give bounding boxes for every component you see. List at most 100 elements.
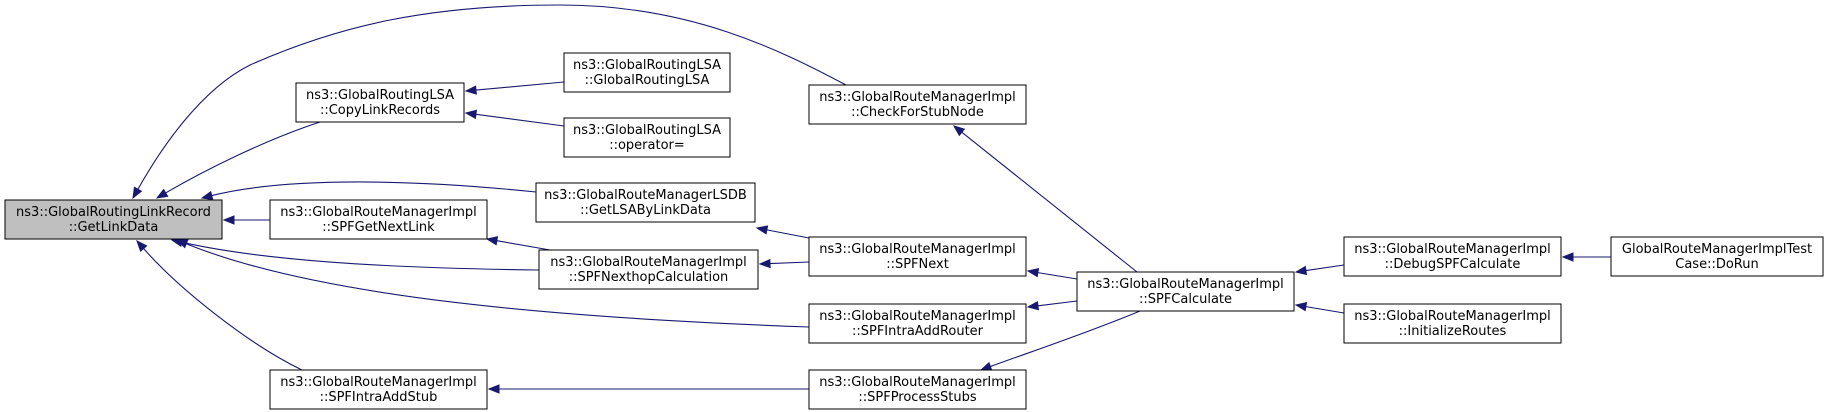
edge-line bbox=[990, 310, 1141, 368]
node-label-namespace: ns3::GlobalRouteManagerImpl bbox=[1354, 242, 1551, 257]
node-label-method: ::CheckForStubNode bbox=[851, 105, 984, 120]
arrowhead-icon bbox=[485, 236, 499, 246]
node-getlinkdata[interactable]: ns3::GlobalRoutingLinkRecord::GetLinkDat… bbox=[4, 199, 223, 240]
edge-line bbox=[766, 229, 810, 239]
node-label-method: Case::DoRun bbox=[1675, 257, 1758, 272]
edge-line bbox=[1037, 272, 1078, 280]
arrowhead-icon bbox=[136, 239, 148, 253]
arrowhead-icon bbox=[464, 85, 477, 95]
nodes: ns3::GlobalRoutingLinkRecord::GetLinkDat… bbox=[4, 52, 1824, 410]
node-box bbox=[808, 236, 1027, 277]
edge-initializeroutes-to-spfcalculate bbox=[1294, 302, 1345, 314]
node-box bbox=[808, 369, 1027, 410]
node-spfprocessstubs[interactable]: ns3::GlobalRouteManagerImpl::SPFProcessS… bbox=[808, 369, 1027, 410]
node-label-namespace: ns3::GlobalRouteManagerImpl bbox=[550, 255, 747, 270]
node-label-method: ::DebugSPFCalculate bbox=[1385, 257, 1521, 272]
node-box bbox=[295, 82, 465, 123]
node-label-method: ::SPFCalculate bbox=[1139, 292, 1232, 307]
node-spfgetnextlink[interactable]: ns3::GlobalRouteManagerImpl::SPFGetNextL… bbox=[269, 199, 488, 240]
node-label-namespace: ns3::GlobalRouteManagerImpl bbox=[1354, 309, 1551, 324]
edge-line bbox=[165, 121, 321, 194]
edge-line bbox=[137, 4, 847, 190]
node-box bbox=[535, 182, 756, 223]
node-label-method: ::GlobalRoutingLSA bbox=[585, 73, 710, 88]
node-label-namespace: ns3::GlobalRoutingLSA bbox=[573, 58, 721, 73]
edge-getlsabylinkdata-to-getlinkdata bbox=[200, 181, 537, 201]
node-box bbox=[4, 199, 223, 240]
edge-line bbox=[475, 81, 565, 91]
edge-spfprocessstubs-to-spfintraaddstub bbox=[487, 384, 809, 394]
node-box bbox=[1076, 271, 1295, 312]
edge-lsa-ctor-to-copylinkrecords bbox=[464, 81, 565, 95]
node-label-namespace: ns3::GlobalRouteManagerImpl bbox=[819, 90, 1016, 105]
node-spfcalculate[interactable]: ns3::GlobalRouteManagerImpl::SPFCalculat… bbox=[1076, 271, 1295, 312]
edge-spfgetnextlink-to-getlinkdata bbox=[222, 215, 270, 225]
arrowhead-icon bbox=[1026, 268, 1040, 278]
arrowhead-icon bbox=[155, 188, 169, 199]
node-box bbox=[1343, 236, 1562, 277]
edge-debugspfcalculate-to-spfcalculate bbox=[1294, 264, 1345, 276]
node-label-namespace: ns3::GlobalRouteManagerImpl bbox=[280, 375, 477, 390]
arrowhead-icon bbox=[755, 225, 769, 235]
node-box bbox=[269, 199, 488, 240]
node-box bbox=[1343, 303, 1562, 344]
node-checkforstubnode[interactable]: ns3::GlobalRouteManagerImpl::CheckForStu… bbox=[808, 84, 1027, 125]
node-label-namespace: ns3::GlobalRouteManagerImpl bbox=[280, 205, 477, 220]
edge-spfcalculate-to-spfintraaddrouter bbox=[1026, 300, 1078, 311]
arrowhead-icon bbox=[1294, 265, 1308, 276]
node-label-namespace: ns3::GlobalRouteManagerImpl bbox=[1087, 277, 1284, 292]
node-copylinkrecords[interactable]: ns3::GlobalRoutingLSA::CopyLinkRecords bbox=[295, 82, 465, 123]
node-spfnexthopcalculation[interactable]: ns3::GlobalRouteManagerImpl::SPFNexthopC… bbox=[538, 249, 759, 290]
node-spfnext[interactable]: ns3::GlobalRouteManagerImpl::SPFNext bbox=[808, 236, 1027, 277]
node-box bbox=[563, 117, 731, 158]
edge-lsa-operator-to-copylinkrecords bbox=[464, 109, 565, 127]
node-label-method: ::SPFIntraAddStub bbox=[320, 390, 438, 405]
edge-line bbox=[211, 181, 537, 197]
node-label-namespace: ns3::GlobalRoutingLinkRecord bbox=[16, 205, 211, 220]
node-label-method: ::operator= bbox=[609, 138, 685, 153]
edge-line bbox=[769, 261, 810, 265]
node-label-namespace: ns3::GlobalRoutingLSA bbox=[573, 123, 721, 138]
node-box bbox=[269, 369, 488, 410]
node-label-namespace: ns3::GlobalRouteManagerImpl bbox=[819, 375, 1016, 390]
edge-checkforstubnode-to-getlinkdata bbox=[132, 4, 847, 200]
arrowhead-icon bbox=[487, 384, 500, 394]
node-label-namespace: ns3::GlobalRouteManagerImpl bbox=[819, 309, 1016, 324]
edge-spfcalculate-to-spfnext bbox=[1026, 268, 1078, 280]
node-spfintraaddstub[interactable]: ns3::GlobalRouteManagerImpl::SPFIntraAdd… bbox=[269, 369, 488, 410]
edge-spfintraaddstub-to-getlinkdata bbox=[136, 239, 303, 371]
arrowhead-icon bbox=[200, 190, 214, 201]
node-label-method: ::SPFGetNextLink bbox=[322, 220, 435, 235]
node-initializeroutes[interactable]: ns3::GlobalRouteManagerImpl::InitializeR… bbox=[1343, 303, 1562, 344]
node-label-namespace: GlobalRouteManagerImplTest bbox=[1622, 242, 1812, 257]
arrowhead-icon bbox=[1026, 301, 1039, 311]
arrowhead-icon bbox=[979, 361, 993, 371]
node-label-method: ::GetLSAByLinkData bbox=[580, 203, 711, 218]
node-label-namespace: ns3::GlobalRoutingLSA bbox=[306, 88, 454, 103]
node-box bbox=[808, 84, 1027, 125]
edge-copylinkrecords-to-getlinkdata bbox=[155, 121, 321, 199]
edges bbox=[132, 4, 1611, 394]
arrowhead-icon bbox=[175, 239, 189, 249]
node-getlsabylinkdata[interactable]: ns3::GlobalRouteManagerLSDB::GetLSAByLin… bbox=[535, 182, 756, 223]
edge-testcase-dorun-to-debugspfcalculate bbox=[1561, 252, 1611, 262]
node-lsa-ctor[interactable]: ns3::GlobalRoutingLSA::GlobalRoutingLSA bbox=[563, 52, 731, 93]
arrowhead-icon bbox=[1561, 252, 1574, 262]
edge-line bbox=[961, 131, 1138, 273]
edge-spfintraaddrouter-to-getlinkdata bbox=[175, 239, 810, 328]
node-label-method: ::SPFNext bbox=[886, 257, 949, 272]
node-label-namespace: ns3::GlobalRouteManagerLSDB bbox=[544, 188, 747, 203]
node-debugspfcalculate[interactable]: ns3::GlobalRouteManagerImpl::DebugSPFCal… bbox=[1343, 236, 1562, 277]
edge-line bbox=[475, 113, 565, 127]
edge-spfnexthopcalculation-to-getlinkdata bbox=[170, 237, 540, 271]
node-box bbox=[1610, 236, 1824, 277]
edge-spfnext-to-getlsabylinkdata bbox=[755, 225, 810, 239]
node-label-method: ::SPFNexthopCalculation bbox=[569, 270, 729, 285]
node-spfintraaddrouter[interactable]: ns3::GlobalRouteManagerImpl::SPFIntraAdd… bbox=[808, 303, 1027, 344]
edge-line bbox=[1037, 300, 1078, 307]
node-lsa-operator[interactable]: ns3::GlobalRoutingLSA::operator= bbox=[563, 117, 731, 158]
edge-line bbox=[1305, 306, 1345, 314]
edge-spfnext-to-spfnexthopcalculation bbox=[758, 258, 810, 269]
